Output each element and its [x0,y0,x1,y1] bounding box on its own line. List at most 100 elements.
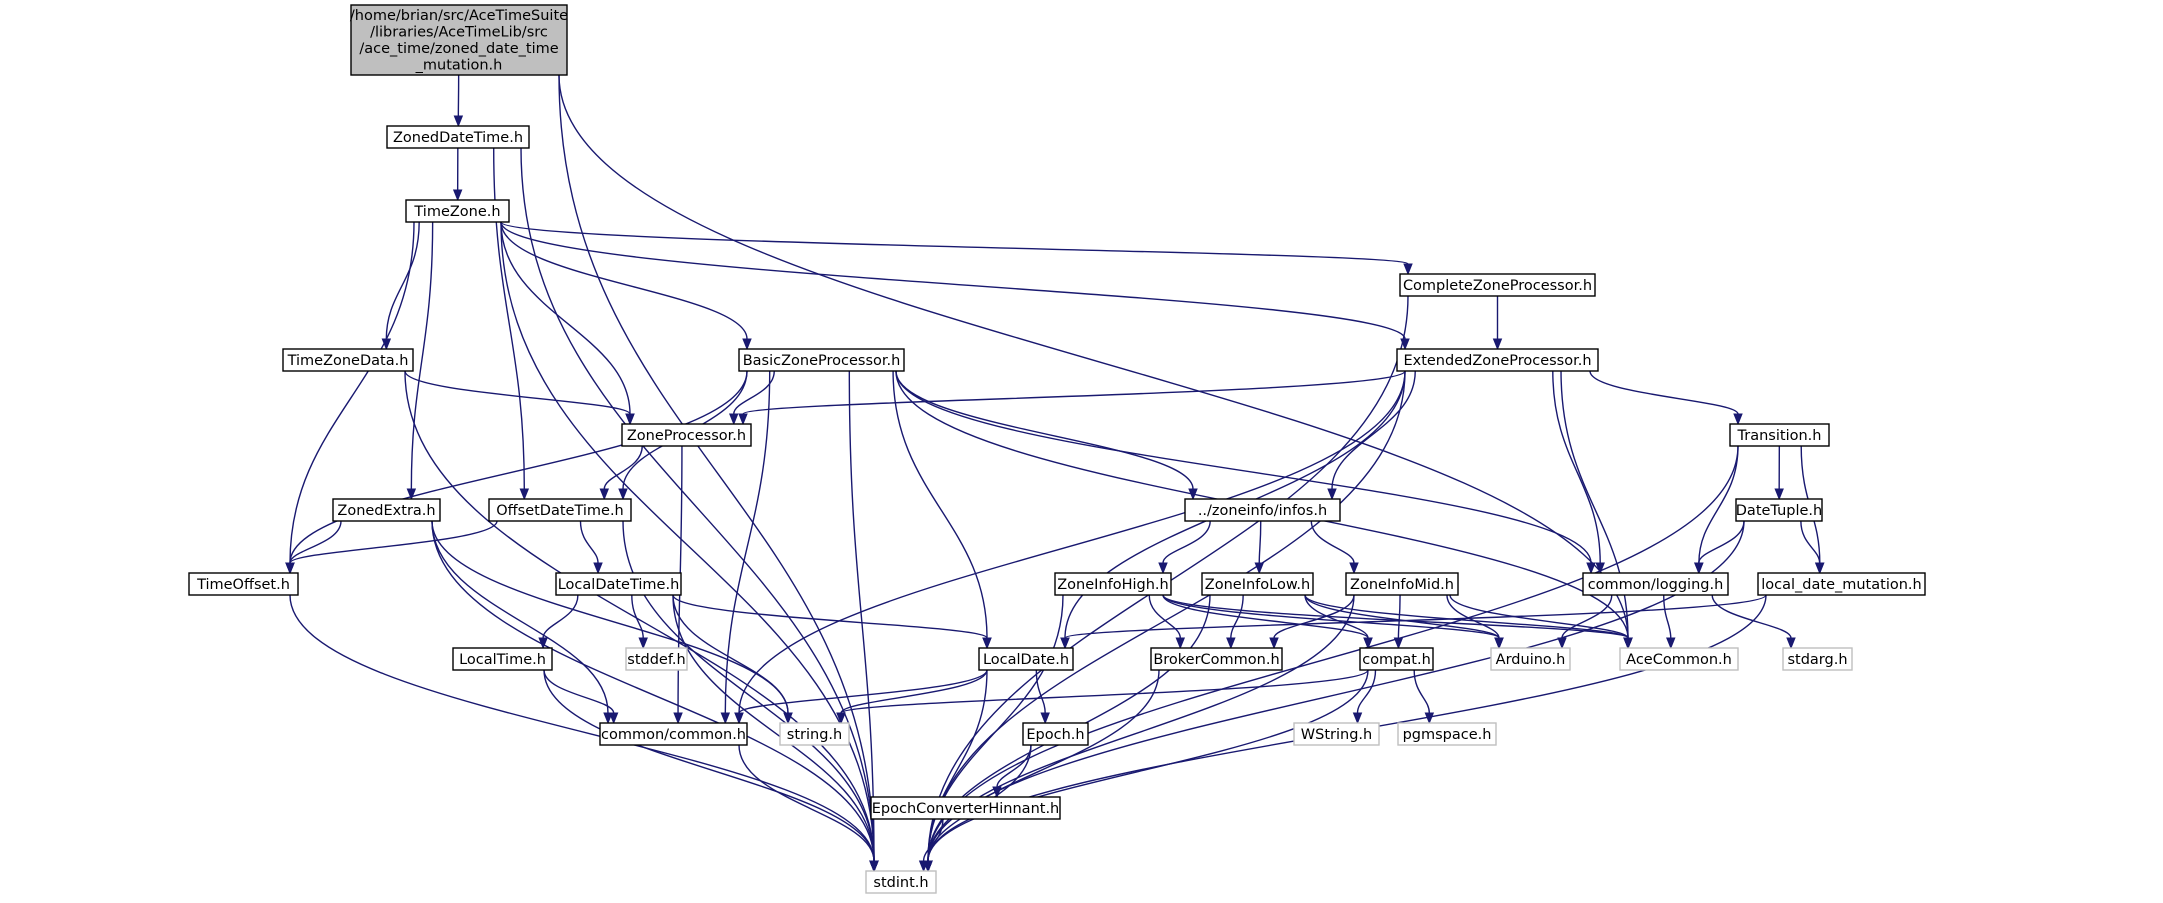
edge-epochconverter-to-stdint [922,818,944,862]
node-compat[interactable]: compat.h [1359,647,1434,671]
edge-offsetdatetime-to-stdint [622,520,875,862]
node-box [332,498,441,522]
node-timezone[interactable]: TimeZone.h [405,199,510,223]
edge-arrowhead [603,712,613,725]
edge-arrowhead [734,712,744,725]
edge-arrowhead [1774,488,1784,501]
node-box [1150,647,1283,671]
edge-arrowhead [1786,637,1796,650]
node-stddef[interactable]: stddef.h [625,647,688,671]
node-infos[interactable]: ../zoneinfo/infos.h [1184,498,1341,522]
node-localdatemutation[interactable]: local_date_mutation.h [1757,572,1926,596]
node-epochconverter[interactable]: EpochConverterHinnant.h [870,796,1061,820]
node-label: Arduino.h [1496,652,1566,668]
edge-zoneinfolow-to-brokercommon [1230,594,1244,639]
edge-localdate-to-epoch [1035,669,1046,714]
edge-arrowhead [1060,637,1070,650]
node-label: common/logging.h [1588,577,1724,593]
edge-logging-to-stdarg [1711,594,1792,639]
edge-arrowhead [1623,637,1633,650]
edge-timezone-to-timeoffset [289,221,415,564]
node-completezoneprocessor[interactable]: CompleteZoneProcessor.h [1399,273,1596,297]
node-label: AceCommon.h [1626,652,1732,668]
node-label: CompleteZoneProcessor.h [1403,278,1592,294]
node-box [555,572,682,596]
edge-infos-to-zoneinfolow [1258,520,1262,564]
node-acecommon[interactable]: AceCommon.h [1619,647,1739,671]
edge-arrowhead [452,189,463,202]
node-pgmspace[interactable]: pgmspace.h [1397,722,1497,746]
edge-localtime-to-common [543,669,615,714]
node-timeoffset[interactable]: TimeOffset.h [188,572,299,596]
edge-arrowhead [1040,712,1050,725]
node-string[interactable]: string.h [779,722,850,746]
edge-offsetdatetime-to-localdatetime [579,520,599,564]
edge-localdatetime-to-stdint [672,594,875,862]
node-box [488,498,632,522]
node-datetuple[interactable]: DateTuple.h [1735,498,1823,522]
edge-arrowhead [918,860,929,873]
node-box [1399,273,1596,297]
node-localdatetime[interactable]: LocalDateTime.h [555,572,682,596]
node-zoneinfomid[interactable]: ZoneInfoMid.h [1345,572,1459,596]
node-timezonedata[interactable]: TimeZoneData.h [282,348,414,372]
node-zoneinfolow[interactable]: ZoneInfoLow.h [1201,572,1314,596]
edge-arrowhead [625,413,635,426]
edge-arrowhead [1424,712,1435,725]
node-label: local_date_mutation.h [1761,577,1921,593]
node-label: compat.h [1362,652,1431,668]
edge-localdatetime-to-localtime [542,594,579,639]
node-label: LocalDate.h [983,652,1069,668]
edge-arrowhead [453,115,464,128]
edge-arrowhead [1595,562,1605,575]
node-stdint[interactable]: stdint.h [865,870,937,894]
node-offsetdatetime[interactable]: OffsetDateTime.h [488,498,632,522]
node-brokercommon[interactable]: BrokerCommon.h [1150,647,1283,671]
node-basiczoneprocessor[interactable]: BasicZoneProcessor.h [738,348,905,372]
nodes-layer: /home/brian/src/AceTimeSuite/libraries/A… [188,4,1926,894]
node-logging[interactable]: common/logging.h [1582,572,1729,596]
node-box [625,647,688,671]
node-zonedextra[interactable]: ZonedExtra.h [332,498,441,522]
node-localdate[interactable]: LocalDate.h [978,647,1074,671]
edge-localdatetime-to-localdate [672,594,988,639]
node-zoneinfohigh[interactable]: ZoneInfoHigh.h [1054,572,1172,596]
edge-arrowhead [538,637,548,650]
node-localtime[interactable]: LocalTime.h [452,647,553,671]
edge-arrowhead [618,488,628,501]
edge-arrowhead [1586,562,1596,575]
edge-zoneinfolow-to-compat [1304,594,1369,639]
edge-arrowhead [992,786,1002,799]
node-box [1359,647,1434,671]
edge-timezonedata-to-zoneprocessor [404,370,631,415]
edge-arrowhead [1349,562,1359,575]
node-arduino[interactable]: Arduino.h [1490,647,1571,671]
node-label: stddef.h [627,652,685,668]
edge-compat-to-stdint [927,669,1369,862]
edge-compat-to-string [840,669,1369,714]
edge-arrowhead [783,712,793,725]
edge-arrowhead [638,637,648,650]
edge-zonedextra-to-stdint [431,520,875,862]
node-wstring[interactable]: WString.h [1293,722,1380,746]
node-stdarg[interactable]: stdarg.h [1782,647,1853,671]
node-transition[interactable]: Transition.h [1729,423,1830,447]
node-common[interactable]: common/common.h [599,722,748,746]
node-box [1293,722,1380,746]
node-zoneddatetime[interactable]: ZonedDateTime.h [386,125,530,149]
node-extendedzoneprocessor[interactable]: ExtendedZoneProcessor.h [1396,348,1599,372]
node-label-line: /home/brian/src/AceTimeSuite [350,8,568,24]
node-root[interactable]: /home/brian/src/AceTimeSuite/libraries/A… [350,4,568,76]
node-box [1729,423,1830,447]
node-box [405,199,510,223]
edge-root-to-stdint [558,74,875,862]
node-epoch[interactable]: Epoch.h [1022,722,1089,746]
node-box [1396,348,1599,372]
edge-basiczoneprocessor-to-logging [895,370,1592,564]
edge-timezone-to-stdint [500,221,875,862]
node-box [1490,647,1571,671]
edge-extendedzoneprocessor-to-infos [1331,370,1416,490]
node-label: TimeOffset.h [196,577,290,593]
node-zoneprocessor[interactable]: ZoneProcessor.h [621,423,752,447]
edge-arrowhead [1814,562,1825,575]
